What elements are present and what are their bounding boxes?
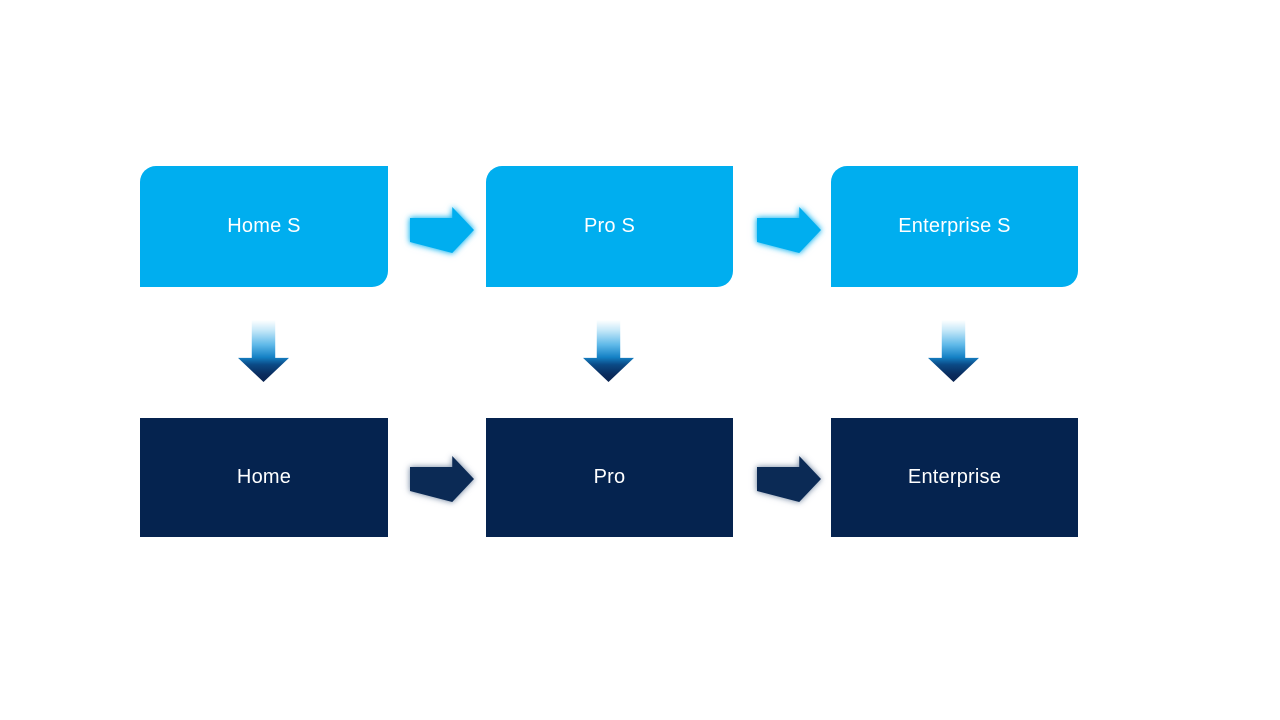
box-home-s-label: Home S xyxy=(227,215,301,237)
down-arrow-shape xyxy=(928,320,979,382)
down-arrow-icon xyxy=(583,320,634,382)
down-arrow-shape xyxy=(238,320,289,382)
box-enterprise: Enterprise xyxy=(831,418,1078,537)
right-arrow-shape xyxy=(757,456,821,502)
down-arrow-shape xyxy=(583,320,634,382)
box-home-s: Home S xyxy=(140,166,388,287)
box-pro-s: Pro S xyxy=(486,166,733,287)
right-arrow-shape xyxy=(410,456,474,502)
down-arrow-icon xyxy=(238,320,289,382)
right-arrow-icon xyxy=(757,207,821,253)
box-enterprise-s: Enterprise S xyxy=(831,166,1078,287)
right-arrow-icon xyxy=(410,456,474,502)
box-enterprise-s-label: Enterprise S xyxy=(898,215,1011,237)
box-home: Home xyxy=(140,418,388,537)
box-pro: Pro xyxy=(486,418,733,537)
down-arrow-icon xyxy=(928,320,979,382)
right-arrow-icon xyxy=(410,207,474,253)
right-arrow-shape xyxy=(757,207,821,253)
right-arrow-shape xyxy=(410,207,474,253)
box-pro-s-label: Pro S xyxy=(583,215,636,237)
box-pro-label: Pro xyxy=(593,466,626,488)
right-arrow-icon xyxy=(757,456,821,502)
box-home-label: Home xyxy=(236,466,292,488)
box-enterprise-label: Enterprise xyxy=(907,466,1002,488)
